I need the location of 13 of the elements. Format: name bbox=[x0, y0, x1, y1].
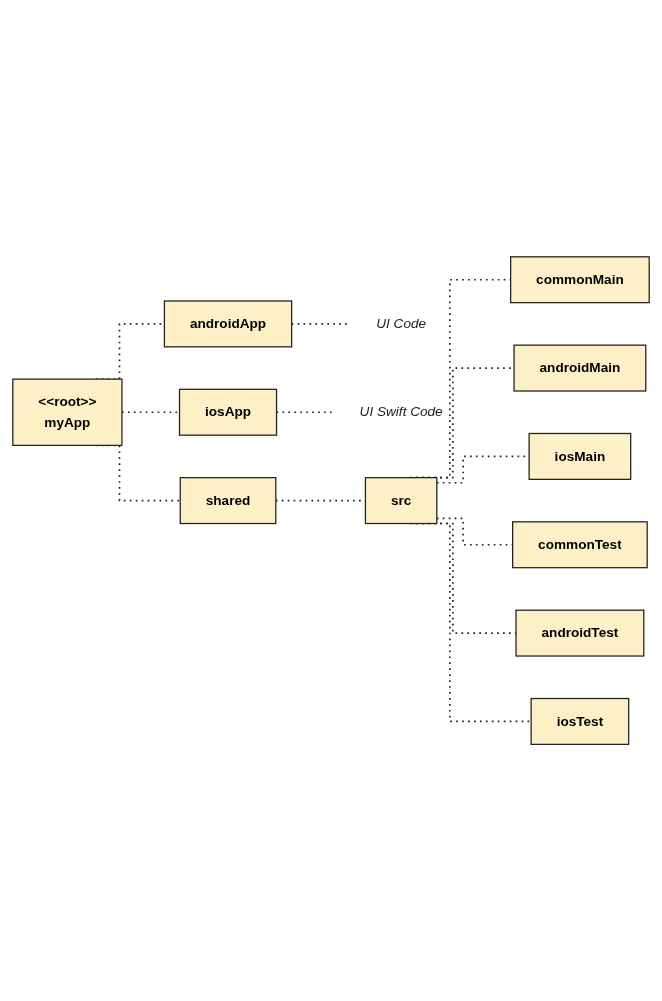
node-box: androidTest bbox=[515, 609, 645, 657]
node-text: UI Code bbox=[376, 316, 427, 331]
node-box: shared bbox=[179, 476, 277, 525]
node-box: commonMain bbox=[510, 256, 650, 304]
node-box: iosApp bbox=[178, 388, 278, 436]
node-box: commonTest bbox=[512, 521, 648, 569]
node-box: androidApp bbox=[163, 300, 293, 348]
node-box: iosMain bbox=[528, 432, 632, 480]
node-box: iosTest bbox=[530, 697, 630, 745]
node-text: UI Swift Code bbox=[359, 404, 443, 419]
node-box: <<root>> myApp bbox=[12, 378, 123, 446]
node-box: androidMain bbox=[513, 344, 647, 392]
node-box: src bbox=[364, 476, 438, 525]
